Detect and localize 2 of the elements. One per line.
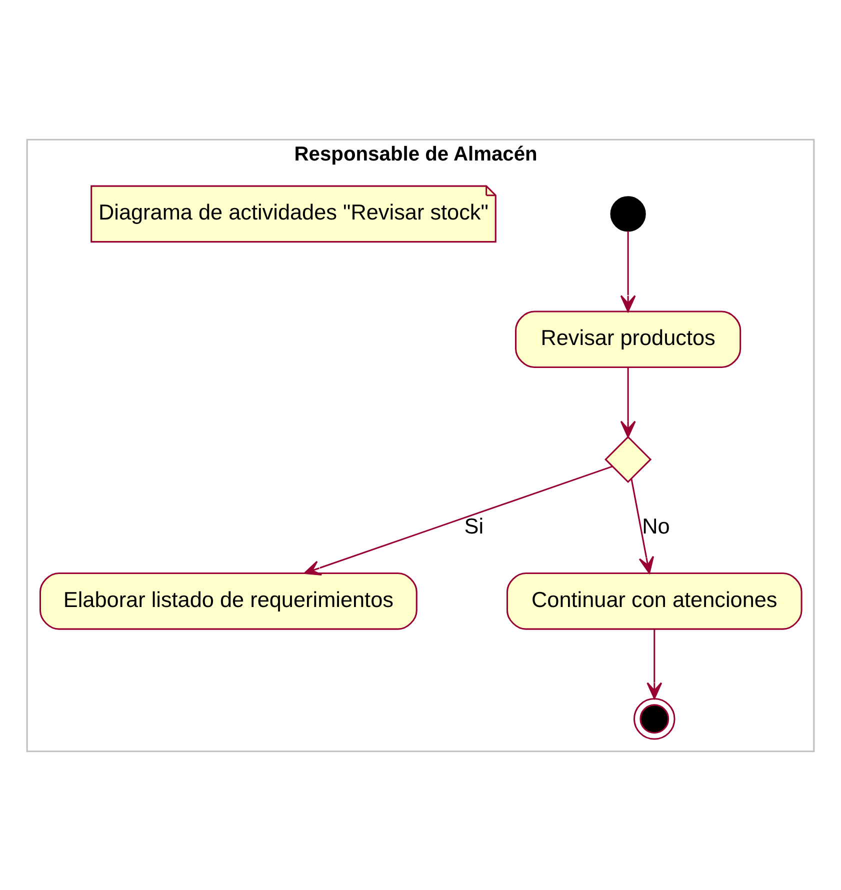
- edge-label: Si: [464, 512, 484, 538]
- edge-label: No: [642, 512, 670, 538]
